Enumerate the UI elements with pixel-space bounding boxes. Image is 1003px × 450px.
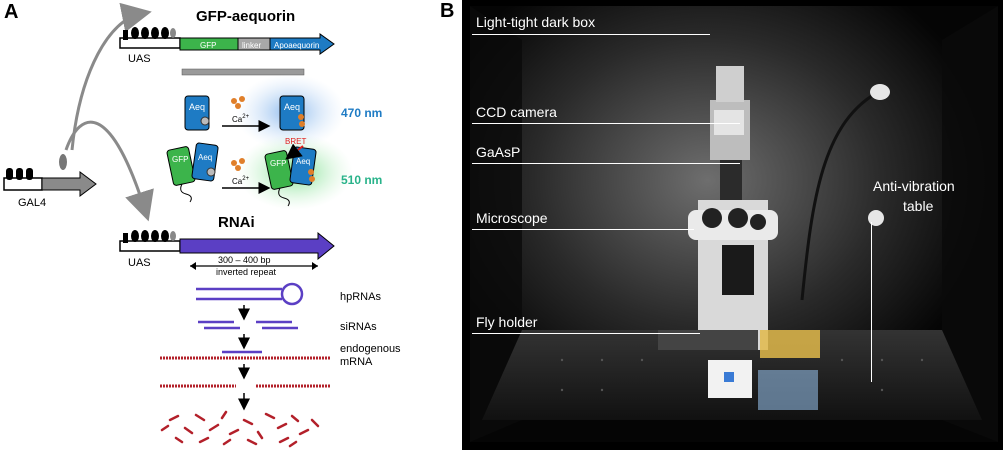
uas-label-rnai: UAS [128,257,151,269]
svg-text:Aeq: Aeq [189,102,205,112]
sirnas-fragments [198,320,298,330]
apoaequorin-segment-label: Apoaequorin [274,41,319,50]
panel-a-label: A [4,1,18,23]
uas-label-top: UAS [128,53,151,65]
aequorin-protein-left: Aeq [184,95,210,131]
gaasp-label: GaAsP [476,144,521,160]
svg-text:Aeq: Aeq [284,102,300,112]
gal4-to-rnai-arrow [64,120,154,222]
gal4-label: GAL4 [18,197,46,209]
hprnas-label: hpRNAs [340,291,381,303]
aequorin-protein-right: Aeq [279,95,305,131]
repeat-length: 300 – 400 bp [218,255,271,265]
mrna-label: mRNA [340,356,373,368]
svg-text:GFP: GFP [172,155,188,164]
rnai-construct-arrow [179,231,335,261]
gfp-aeq-fusion-left: GFP Aeq [166,142,219,203]
svg-text:GFP: GFP [270,159,286,168]
calcium-ions-top [231,96,245,109]
gfp-segment-label: GFP [200,41,216,50]
anti-vibration-label-1: Anti-vibration [873,178,955,194]
anti-vibration-leader [871,222,872,382]
fly-holder-leader [472,333,700,334]
apparatus-photo [462,0,1003,450]
linker-segment-label: linker [242,41,261,50]
calcium-ions-bottom [231,158,245,171]
wavelength-470: 470 nm [341,106,382,120]
ccd-camera-label: CCD camera [476,104,557,120]
fly-holder-label: Fly holder [476,314,538,330]
gfp-aequorin-construct: GFP linker Apoaequorin [179,33,335,55]
repeat-type: inverted repeat [216,267,277,277]
endogenous-label: endogenous [340,343,401,355]
ccd-camera-leader [472,123,740,124]
dark-box-leader [472,34,710,35]
calcium-label-top: Ca2+ [232,114,250,124]
anti-vibration-label-2: table [903,198,934,214]
calcium-label-bottom: Ca2+ [232,176,250,186]
svg-text:Aeq: Aeq [198,153,212,162]
wavelength-510: 510 nm [341,173,382,187]
svg-text:Aeq: Aeq [296,157,310,166]
bret-label: BRET [285,137,306,146]
hprna-hairpin [196,282,304,306]
degraded-mrna-fragments [160,410,320,448]
sirnas-label: siRNAs [340,321,377,333]
uas-element-rnai [119,230,181,252]
gal4-to-gfp-arrow [70,2,152,151]
microscope-label: Microscope [476,210,548,226]
dark-box-label: Light-tight dark box [476,14,596,30]
protein-bar [181,68,305,76]
rnai-title: RNAi [218,214,255,231]
gaasp-leader [472,163,740,164]
uas-element-top [119,27,181,49]
microscope-leader [472,229,694,230]
panel-b-label: B [440,0,455,22]
bret-arrow [285,143,304,160]
gal4-driver [3,154,97,197]
gfp-aequorin-title: GFP-aequorin [196,8,295,25]
genetic-construct-diagram: A GAL4 GFP-aequorin UAS GFP linker Apoae… [3,1,401,448]
